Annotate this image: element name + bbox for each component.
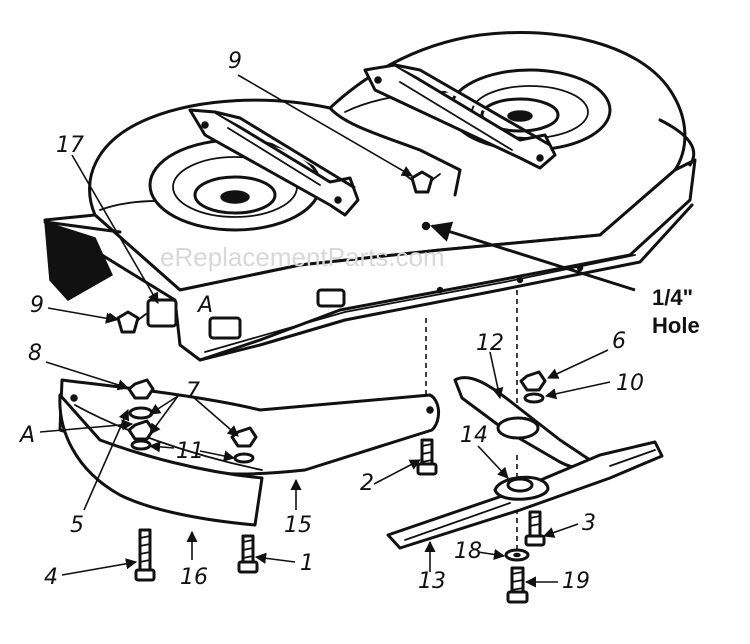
- hole-callout-word: Hole: [652, 313, 700, 338]
- label-part-6: 6: [612, 329, 626, 354]
- label-part-9-left: 9: [30, 293, 44, 318]
- left-mount-bracket: [188, 108, 360, 217]
- label-part-13: 13: [418, 569, 446, 594]
- label-part-4: 4: [44, 565, 58, 590]
- spindle-hardware: [504, 370, 547, 604]
- label-part-19: 19: [562, 569, 590, 594]
- label-part-18: 18: [454, 539, 482, 564]
- label-part-16: 16: [180, 565, 208, 590]
- quarter-inch-hole: [421, 221, 431, 231]
- label-part-17: 17: [56, 133, 84, 158]
- bolt-part-4: [134, 528, 156, 582]
- label-part-5: 5: [70, 513, 84, 538]
- right-mount-bracket: [363, 63, 557, 170]
- deck-baffle: [58, 378, 440, 527]
- label-part-14: 14: [460, 423, 488, 448]
- blade-part-12: [453, 376, 592, 470]
- label-part-11: 11: [176, 439, 204, 464]
- label-part-2: 2: [360, 471, 374, 496]
- blade-adapter-part-14: [493, 475, 550, 501]
- deck-wing-nut: [403, 170, 441, 194]
- side-wing-nut: [109, 310, 147, 334]
- label-part-10: 10: [616, 371, 644, 396]
- bolt-part-2: [416, 438, 438, 476]
- bolt-part-1: [237, 534, 259, 574]
- hole-callout-size: 1/4": [652, 285, 693, 310]
- deck-side-fittings: [146, 264, 584, 340]
- label-part-9-top: 9: [228, 49, 242, 74]
- label-part-15: 15: [284, 513, 312, 538]
- label-part-1: 1: [300, 551, 314, 576]
- label-part-12: 12: [476, 331, 504, 356]
- label-a-deck: A: [196, 293, 213, 318]
- watermark-text: eReplacementParts.com: [160, 242, 445, 272]
- label-part-8: 8: [28, 341, 42, 366]
- leader-lines: [39, 74, 636, 588]
- label-a-left: A: [18, 423, 35, 448]
- label-part-7: 7: [186, 379, 200, 404]
- label-part-3: 3: [582, 511, 596, 536]
